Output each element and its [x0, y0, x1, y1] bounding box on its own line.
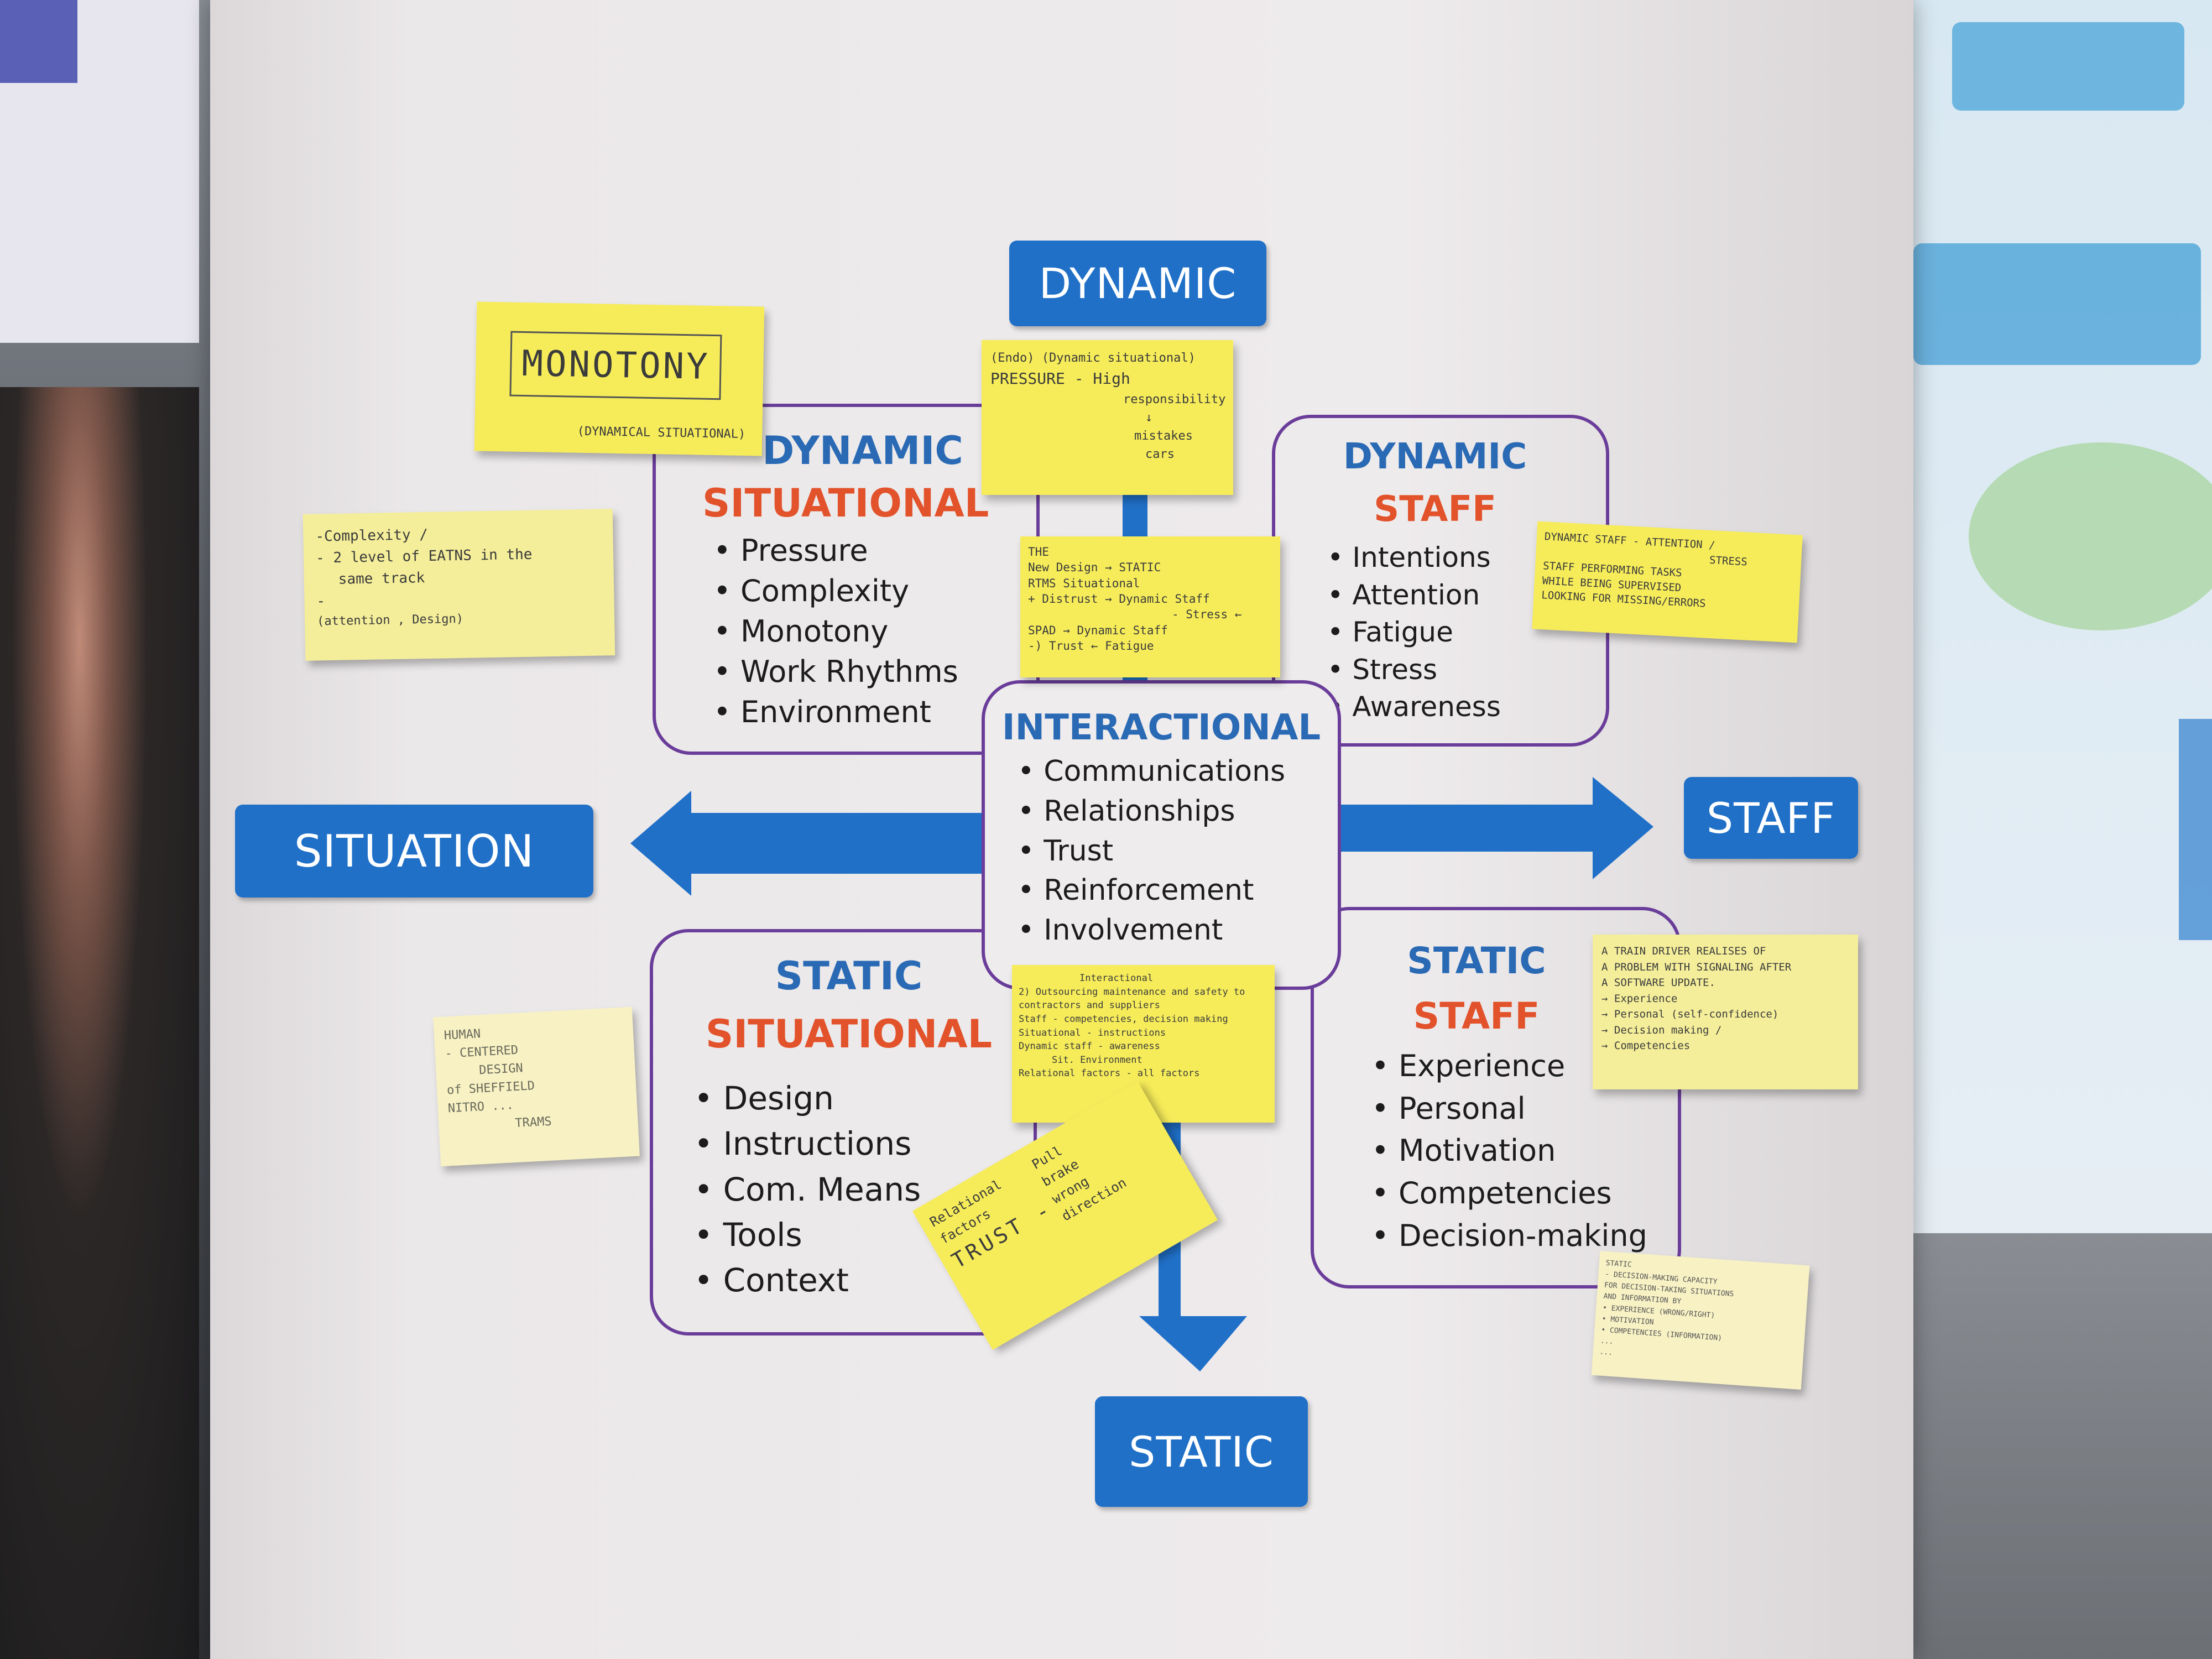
list-item: Competencies [1371, 1172, 1647, 1215]
sticky-line: THE [1028, 545, 1049, 559]
sticky-line: ↓ [1145, 411, 1153, 425]
static-situational-title-1: STATIC [775, 953, 923, 999]
dynamic-situational-list: Pressure Complexity Monotony Work Rhythm… [713, 531, 958, 732]
list-item: Motivation [1371, 1130, 1647, 1172]
quadrant-static-staff [1311, 907, 1681, 1288]
axis-label-staff: STAFF [1684, 777, 1858, 859]
sticky-note-pressure: (Endo) (Dynamic situational) PRESSURE - … [982, 340, 1233, 495]
list-item: Experience [1371, 1045, 1647, 1088]
static-situational-title-2: SITUATIONAL [705, 1011, 993, 1057]
axis-label-static: STATIC [1095, 1396, 1308, 1507]
sticky-line: Dynamic staff - awareness [1019, 1041, 1160, 1052]
sticky-line: Staff - competencies, decision making [1019, 1013, 1228, 1025]
sticky-note-complexity: -Complexity / - 2 level of EATNS in the … [302, 509, 615, 661]
list-item: Instructions [694, 1121, 921, 1166]
sticky-line: PRESSURE - High [990, 369, 1130, 388]
list-item: Awareness [1327, 688, 1500, 726]
list-item: Decision-making [1371, 1215, 1647, 1258]
sticky-line: 2) Outsourcing maintenance and safety to [1019, 986, 1245, 998]
background-banner [0, 0, 199, 343]
arrow-left [630, 791, 984, 896]
sticky-line: cars [1145, 447, 1175, 461]
sticky-line: A PROBLEM WITH SIGNALING AFTER [1601, 961, 1792, 973]
list-item: Monotony [713, 612, 958, 652]
list-item: Design [694, 1076, 921, 1121]
list-item: Stress [1327, 651, 1501, 689]
static-situational-list: Design Instructions Com. Means Tools Con… [694, 1076, 921, 1303]
list-item: Environment [713, 692, 958, 733]
sticky-note-new-design: THE New Design → STATIC RTMS Situational… [1020, 536, 1280, 677]
dynamic-staff-title-1: DYNAMIC [1343, 436, 1527, 477]
sticky-line: Sit. Environment [1052, 1054, 1142, 1066]
sticky-line: → Decision making / [1601, 1024, 1722, 1036]
dynamic-staff-list: Intentions Attention Fatigue Stress Awar… [1327, 539, 1501, 726]
list-item: Relationships [1018, 792, 1285, 832]
list-item: Communications [1018, 752, 1285, 792]
list-item: Attention [1327, 577, 1501, 614]
list-item: Complexity [713, 571, 958, 612]
screen-block [1913, 243, 2201, 365]
sticky-note-human-centred: HUMAN - CENTERED DESIGN of SHEFFIELD NIT… [433, 1006, 640, 1167]
static-staff-list: Experience Personal Motivation Competenc… [1371, 1045, 1647, 1257]
interactional-title: INTERACTIONAL [1001, 707, 1321, 748]
sticky-monotony-main: MONOTONY [509, 331, 722, 400]
sticky-note-dynamic-staff: DYNAMIC STAFF - ATTENTION / STRESS STAFF… [1532, 521, 1803, 643]
sticky-line: RTMS Situational [1028, 576, 1140, 590]
sticky-note-monotony: MONOTONY (DYNAMICAL SITUATIONAL) [474, 301, 765, 456]
static-staff-title-1: STATIC [1407, 940, 1546, 982]
list-item: Context [694, 1258, 921, 1303]
list-item: Involvement [1018, 911, 1285, 951]
screen-block [1952, 22, 2184, 111]
list-item: Reinforcement [1018, 871, 1285, 911]
axis-label-dynamic: DYNAMIC [1009, 241, 1266, 326]
list-item: Tools [694, 1212, 921, 1258]
list-item: Fatigue [1327, 614, 1501, 651]
sticky-line: Situational - instructions [1019, 1027, 1166, 1039]
list-item: Personal [1371, 1088, 1647, 1130]
dynamic-situational-title-2: SITUATIONAL [702, 481, 989, 526]
sticky-line: A SOFTWARE UPDATE. [1601, 977, 1715, 989]
sticky-line: Interactional [1079, 973, 1154, 984]
screen-block [2179, 719, 2212, 940]
sticky-line: SPAD → Dynamic Staff [1028, 623, 1168, 637]
sticky-line: responsibility [1123, 393, 1226, 406]
list-item: Work Rhythms [713, 652, 958, 692]
quadrant-static-situational [650, 929, 1037, 1335]
sticky-note-train-driver: A TRAIN DRIVER REALISES OF A PROBLEM WIT… [1593, 935, 1858, 1089]
interactional-list: Communications Relationships Trust Reinf… [1018, 752, 1285, 951]
sticky-line: → Competencies [1601, 1040, 1691, 1052]
sticky-line: mistakes [1134, 429, 1193, 443]
list-item: Intentions [1327, 539, 1501, 577]
banner-blue-block [0, 0, 77, 83]
sticky-line: (Endo) (Dynamic situational) [990, 351, 1196, 365]
axis-label-situation: SITUATION [235, 805, 593, 898]
list-item: Trust [1018, 832, 1285, 872]
dynamic-situational-title-1: DYNAMIC [762, 428, 963, 473]
sticky-monotony-sub: (DYNAMICAL SITUATIONAL) [577, 424, 746, 441]
sticky-line: → Personal (self-confidence) [1601, 1008, 1779, 1020]
screen-oval [1969, 442, 2212, 630]
projector-screen [1902, 0, 2212, 1233]
sticky-note-static: STATIC - DECISION-MAKING CAPACITY FOR DE… [1591, 1251, 1810, 1390]
static-staff-title-2: STAFF [1413, 995, 1540, 1037]
sticky-line: Relational factors - all factors [1019, 1068, 1200, 1079]
sticky-line: → Experience [1601, 992, 1678, 1005]
sticky-line: -) Trust ← Fatigue [1028, 639, 1154, 653]
sticky-line: contractors and suppliers [1019, 1000, 1160, 1011]
sticky-line: + Distrust → Dynamic Staff [1028, 592, 1210, 606]
sticky-line: New Design → STATIC [1028, 561, 1161, 575]
dynamic-staff-title-2: STAFF [1374, 489, 1496, 530]
list-item: Com. Means [694, 1167, 921, 1212]
background-person [0, 387, 199, 1659]
sticky-line: A TRAIN DRIVER REALISES OF [1601, 945, 1766, 957]
list-item: Pressure [713, 531, 958, 571]
arrow-right [1338, 777, 1653, 879]
sticky-line: - Stress ← [1172, 608, 1242, 622]
